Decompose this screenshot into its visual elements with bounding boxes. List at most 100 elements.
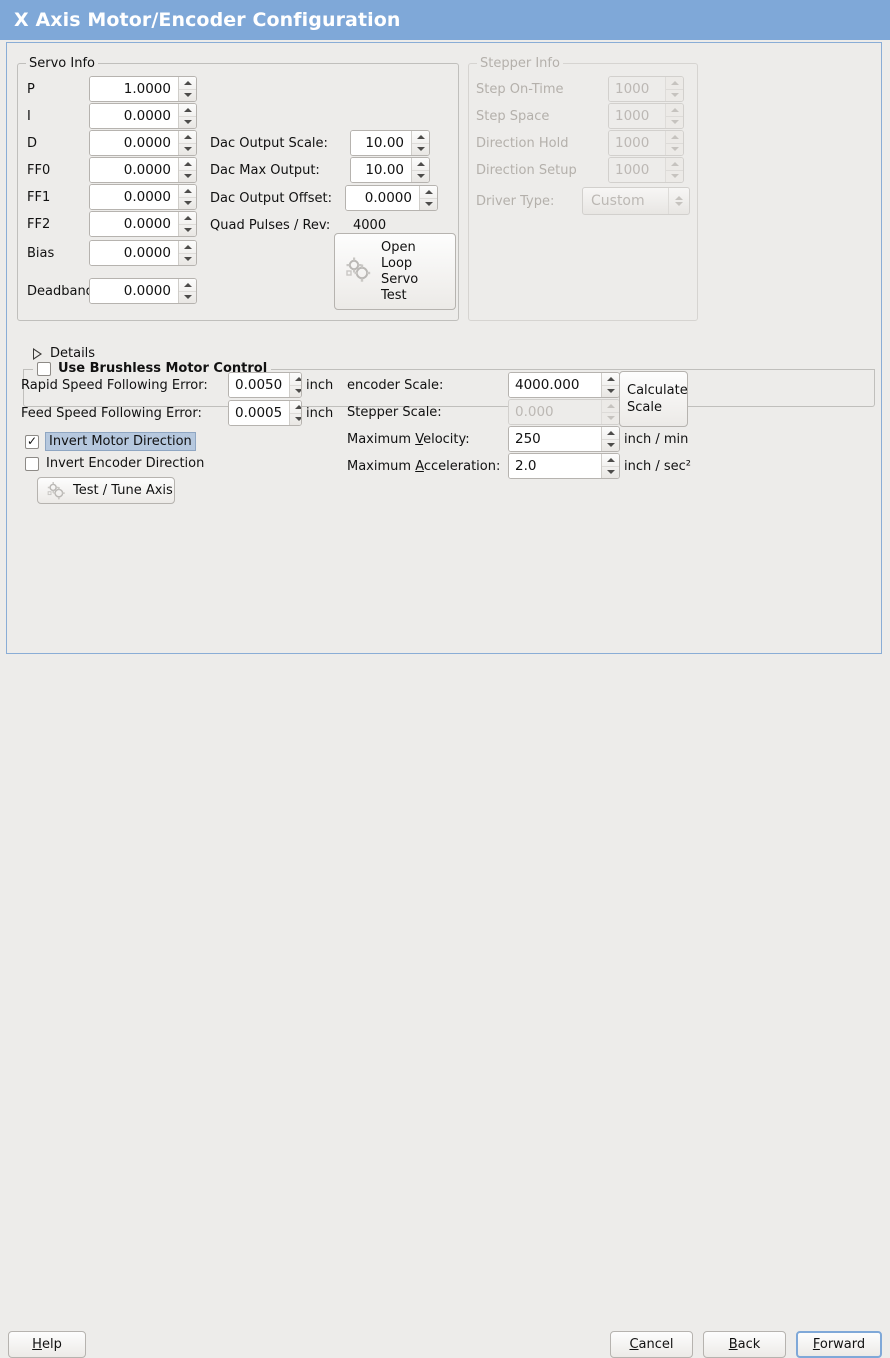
spin-down-icon[interactable] (290, 414, 301, 426)
spin-up-icon[interactable] (412, 131, 429, 144)
servo-field-ff0-spinner[interactable]: 0.0000 (89, 157, 197, 183)
servo-field-d-stepper[interactable] (178, 131, 196, 155)
spin-up-icon[interactable] (420, 186, 437, 199)
maximum-velocity-spinner[interactable]: 250 (508, 426, 620, 452)
maximum-acceleration-value[interactable]: 2.0 (509, 454, 601, 478)
chevron-right-icon[interactable] (33, 347, 42, 360)
maximum-acceleration-spinner[interactable]: 2.0 (508, 453, 620, 479)
dac-output-offset-spinner[interactable]: 0.0000 (345, 185, 438, 211)
open-loop-servo-test-button[interactable]: Open Loop Servo Test (334, 233, 456, 310)
feed-following-error-value[interactable]: 0.0005 (229, 401, 290, 425)
servo-field-bias-value[interactable]: 0.0000 (90, 241, 178, 265)
dac-output-scale-spinner[interactable]: 10.00 (350, 130, 430, 156)
test-tune-axis-button[interactable]: Test / Tune Axis (37, 477, 175, 504)
spin-down-icon[interactable] (602, 386, 619, 398)
servo-field-i-spinner[interactable]: 0.0000 (89, 103, 197, 129)
servo-field-ff1-value[interactable]: 0.0000 (90, 185, 178, 209)
spin-up-icon[interactable] (179, 241, 196, 254)
encoder-scale-stepper[interactable] (601, 373, 619, 397)
dac-max-output-spinner[interactable]: 10.00 (350, 157, 430, 183)
servo-field-p-spinner[interactable]: 1.0000 (89, 76, 197, 102)
dac-output-scale-value[interactable]: 10.00 (351, 131, 411, 155)
spin-up-icon[interactable] (602, 427, 619, 440)
invert-motor-direction-row[interactable]: ✓ Invert Motor Direction (25, 432, 196, 451)
rapid-following-error-spinner[interactable]: 0.0050 (228, 372, 302, 398)
servo-field-ff1-spinner[interactable]: 0.0000 (89, 184, 197, 210)
servo-field-ff2-value[interactable]: 0.0000 (90, 212, 178, 236)
servo-field-deadband-value[interactable]: 0.0000 (90, 279, 178, 303)
servo-field-d-value[interactable]: 0.0000 (90, 131, 178, 155)
spin-down-icon[interactable] (179, 198, 196, 210)
maximum-velocity-value[interactable]: 250 (509, 427, 601, 451)
spin-down-icon[interactable] (602, 440, 619, 452)
spin-down-icon[interactable] (412, 144, 429, 156)
spin-up-icon[interactable] (179, 77, 196, 90)
servo-field-ff2-spinner[interactable]: 0.0000 (89, 211, 197, 237)
dac-max-output-stepper[interactable] (411, 158, 429, 182)
use-brushless-motor-control-row[interactable]: Use Brushless Motor Control (33, 361, 272, 376)
servo-field-deadband-stepper[interactable] (178, 279, 196, 303)
spin-down-icon[interactable] (179, 90, 196, 102)
spin-up-icon[interactable] (602, 454, 619, 467)
servo-field-p-stepper[interactable] (178, 77, 196, 101)
spin-down-icon (666, 171, 683, 183)
servo-field-bias-stepper[interactable] (178, 241, 196, 265)
dac-output-scale-stepper[interactable] (411, 131, 429, 155)
invert-encoder-direction-row[interactable]: Invert Encoder Direction (25, 456, 204, 471)
spin-up-icon[interactable] (412, 158, 429, 171)
window-titlebar: X Axis Motor/Encoder Configuration (0, 0, 890, 40)
servo-field-ff2-stepper[interactable] (178, 212, 196, 236)
spin-up-icon[interactable] (179, 212, 196, 225)
brushless-details-expander[interactable]: Details (33, 346, 95, 361)
spin-up-icon[interactable] (290, 401, 301, 414)
spin-up-icon[interactable] (179, 185, 196, 198)
spin-down-icon[interactable] (602, 467, 619, 479)
spin-up-icon[interactable] (602, 373, 619, 386)
dac-max-output-value[interactable]: 10.00 (351, 158, 411, 182)
servo-field-deadband-spinner[interactable]: 0.0000 (89, 278, 197, 304)
rapid-following-error-stepper[interactable] (289, 373, 301, 398)
invert-encoder-direction-checkbox[interactable] (25, 456, 39, 471)
spin-down-icon[interactable] (290, 386, 301, 398)
encoder-scale-spinner[interactable]: 4000.000 (508, 372, 620, 398)
servo-field-d: D 0.0000 (27, 130, 197, 156)
servo-field-p-value[interactable]: 1.0000 (90, 77, 178, 101)
spin-up-icon[interactable] (179, 158, 196, 171)
spin-up-icon[interactable] (290, 373, 301, 386)
use-brushless-motor-control-checkbox[interactable] (37, 361, 51, 376)
servo-field-ff1-stepper[interactable] (178, 185, 196, 209)
feed-following-error-stepper[interactable] (289, 401, 301, 426)
chevron-updown-icon (668, 188, 689, 214)
spin-down-icon[interactable] (179, 117, 196, 129)
spin-down-icon[interactable] (179, 171, 196, 183)
rapid-following-error-value[interactable]: 0.0050 (229, 373, 290, 397)
servo-field-ff0-stepper[interactable] (178, 158, 196, 182)
spin-down-icon[interactable] (179, 292, 196, 304)
forward-button[interactable]: Forward (796, 1331, 882, 1358)
calculate-scale-button[interactable]: Calculate Scale (619, 371, 688, 427)
encoder-scale-value[interactable]: 4000.000 (509, 373, 601, 397)
servo-field-ff0-value[interactable]: 0.0000 (90, 158, 178, 182)
spin-down-icon[interactable] (420, 199, 437, 211)
cancel-button-label: Cancel (629, 1337, 674, 1352)
spin-down-icon[interactable] (179, 254, 196, 266)
maximum-velocity-stepper[interactable] (601, 427, 619, 451)
servo-field-i-value[interactable]: 0.0000 (90, 104, 178, 128)
spin-up-icon[interactable] (179, 279, 196, 292)
invert-motor-direction-checkbox[interactable]: ✓ (25, 434, 39, 449)
servo-field-i-stepper[interactable] (178, 104, 196, 128)
spin-down-icon[interactable] (179, 144, 196, 156)
servo-field-d-spinner[interactable]: 0.0000 (89, 130, 197, 156)
dac-output-offset-value[interactable]: 0.0000 (346, 186, 419, 210)
maximum-acceleration-stepper[interactable] (601, 454, 619, 478)
dac-output-offset-stepper[interactable] (419, 186, 437, 210)
spin-down-icon[interactable] (412, 171, 429, 183)
spin-down-icon[interactable] (179, 225, 196, 237)
help-button[interactable]: Help (8, 1331, 86, 1358)
servo-field-bias-spinner[interactable]: 0.0000 (89, 240, 197, 266)
spin-up-icon[interactable] (179, 131, 196, 144)
spin-up-icon[interactable] (179, 104, 196, 117)
back-button[interactable]: Back (703, 1331, 786, 1358)
feed-following-error-spinner[interactable]: 0.0005 (228, 400, 302, 426)
cancel-button[interactable]: Cancel (610, 1331, 693, 1358)
